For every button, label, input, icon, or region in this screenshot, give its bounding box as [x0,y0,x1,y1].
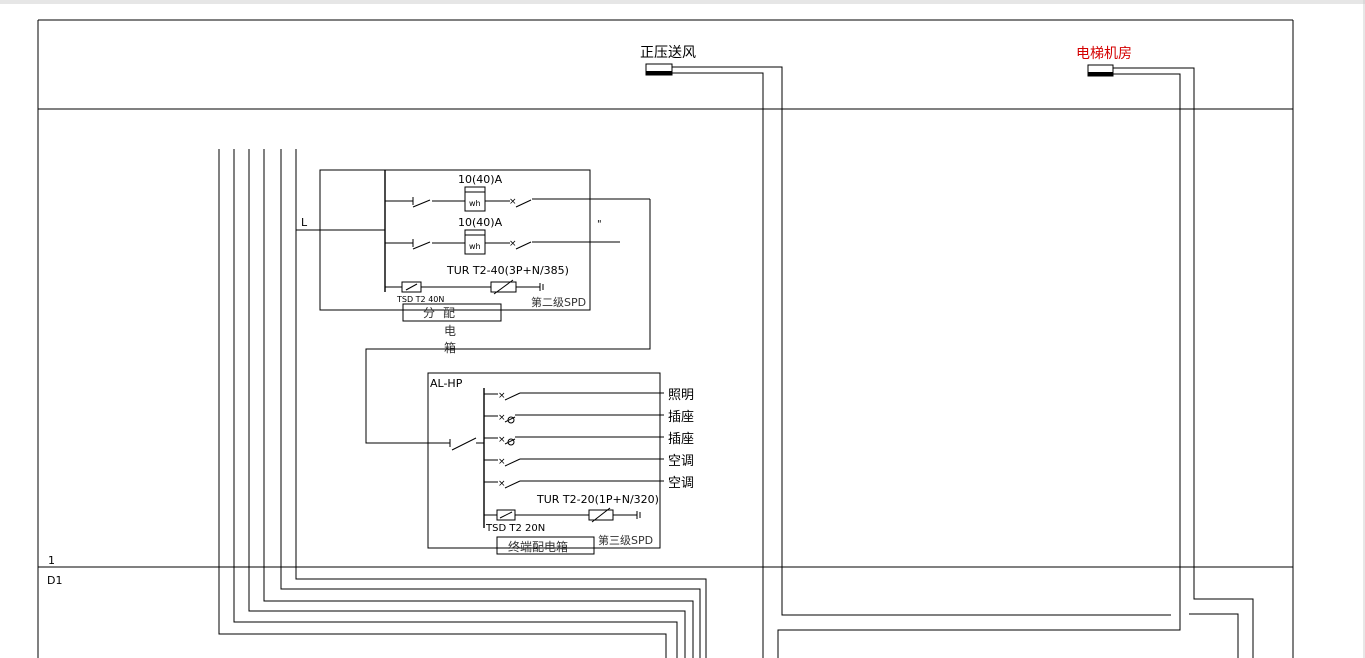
drawing-frame [37,19,1294,658]
distribution-box-title-frame [402,303,502,322]
breaker-mark-icon: × [498,435,506,445]
distribution-title-char-1: 分 [423,306,435,320]
meter2-symbol: wh [469,242,481,251]
branch-circuit: × 空调 [484,476,694,491]
terminal-box-outline [427,372,661,549]
elevator-room-equipment-symbol [1087,64,1114,77]
terminal-spd-level: 第三级SPD [598,533,653,547]
breaker-mark-icon: × [498,391,506,401]
terminal-box-title: 终端配电箱 [508,539,568,554]
distribution-title-char-4: 箱 [444,340,456,355]
viewer-top-edge [0,0,1365,4]
meter1-rating: 10(40)A [458,173,503,186]
pressurized-air-label: 正压送风 [640,45,696,61]
terminal-box: AL-HP × 照明 × 插座 × 插座 [427,372,694,555]
breaker-mark-icon: × [509,239,517,249]
pressurized-air-cable-route [672,66,1171,658]
branch-label: 插座 [668,410,694,425]
terminal-spd-row: TUR T2-20(1P+N/320) TSD T2 20N [484,493,659,534]
branch-circuit: × 插座 [484,410,694,425]
branch-circuit: × 照明 [484,388,694,403]
feeder-to-terminal-box [365,199,651,444]
distribution-title-char-2: 配 [443,306,455,320]
distribution-box-outline [319,169,591,311]
branch-label: 空调 [668,454,694,469]
distribution-box: L 10(40)A wh × 10(40)A wh [296,169,650,355]
quote-mark: " [597,219,602,230]
branch-label: 插座 [668,432,694,447]
distribution-spd-level: 第二级SPD [531,295,586,309]
terminal-spd-model: TUR T2-20(1P+N/320) [536,493,659,506]
rcd-icon [507,438,515,446]
terminal-box-name: AL-HP [430,377,463,390]
branch-label: 照明 [668,388,694,403]
elevator-room-label: 电梯机房 [1076,46,1132,62]
metered-circuit-2: 10(40)A wh × " [385,216,620,255]
breaker-mark-icon: × [498,479,506,489]
breaker-mark-icon: × [509,197,517,207]
branch-label: 空调 [668,476,694,491]
breaker-mark-icon: × [498,457,506,467]
terminal-box-title-frame [496,536,595,555]
rcd-icon [507,416,515,424]
distribution-spd-model: TUR T2-40(3P+N/385) [446,264,569,277]
phase-label: L [301,216,308,229]
energy-meter-1 [464,186,486,212]
branch-circuit: × 空调 [484,454,694,469]
row-number-label: 1 [48,554,55,567]
terminal-tsd-model: TSD T2 20N [485,523,545,534]
meter1-symbol: wh [469,199,481,208]
distribution-tsd-model: TSD T2 40N [396,295,444,304]
pressurized-air-equipment-symbol [645,63,673,76]
meter2-rating: 10(40)A [458,216,503,229]
riser-cable-bundle [218,149,707,658]
main-switch [451,437,477,451]
row-id-label: D1 [47,574,62,587]
metered-circuit-1: 10(40)A wh × [385,173,650,212]
elevator-room-cable-route [777,67,1254,658]
distribution-spd-row: TUR T2-40(3P+N/385) TSD T2 40N 第二级SPD [385,264,586,309]
distribution-title-char-3: 电 [444,324,456,338]
energy-meter-2 [464,229,486,255]
breaker-mark-icon: × [498,413,506,423]
branch-circuit: × 插座 [484,432,694,447]
